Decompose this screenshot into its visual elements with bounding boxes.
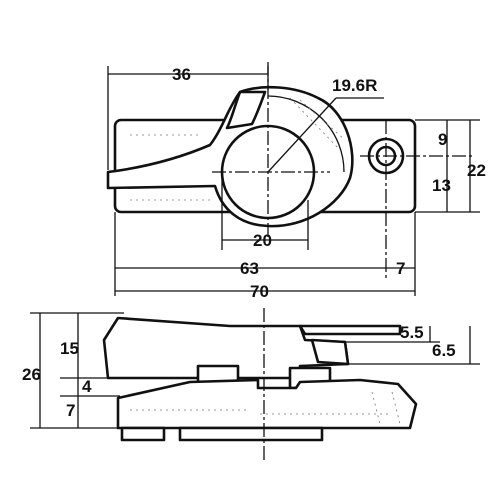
dim-4-label: 4	[82, 377, 92, 396]
radius-arc	[267, 95, 345, 173]
top-lever-grip	[225, 90, 267, 130]
dim-radius-leader	[267, 97, 337, 173]
side-foot-center	[178, 426, 324, 442]
dim-9-label: 9	[438, 130, 447, 149]
dim-65-label: 6.5	[432, 341, 456, 360]
side-keeper-arm	[298, 324, 402, 336]
top-hatching	[130, 97, 346, 201]
side-base	[116, 378, 418, 430]
dim-13-label: 13	[432, 176, 451, 195]
dim-20-label: 20	[253, 231, 272, 250]
dim-15-label: 15	[60, 339, 79, 358]
dim-70-label: 70	[250, 282, 269, 301]
dim-63-label: 63	[240, 259, 259, 278]
dim-radius-label: 19.6R	[332, 76, 377, 95]
dim-22-label: 22	[467, 161, 486, 180]
dim-26-label: 26	[22, 365, 41, 384]
dim-7-label: 7	[396, 259, 405, 278]
dim-55-label: 5.5	[400, 323, 424, 342]
side-hatching	[130, 391, 401, 425]
top-view: 36 19.6R 9 22 13 20 63 7 70	[106, 62, 486, 301]
side-view: 26 15 4 7 5.5 6.5	[22, 308, 480, 460]
side-foot-left	[120, 426, 166, 442]
dim-36-label: 36	[172, 65, 191, 84]
dim-7-side-label: 7	[66, 401, 75, 420]
side-catch-tip	[310, 338, 350, 366]
